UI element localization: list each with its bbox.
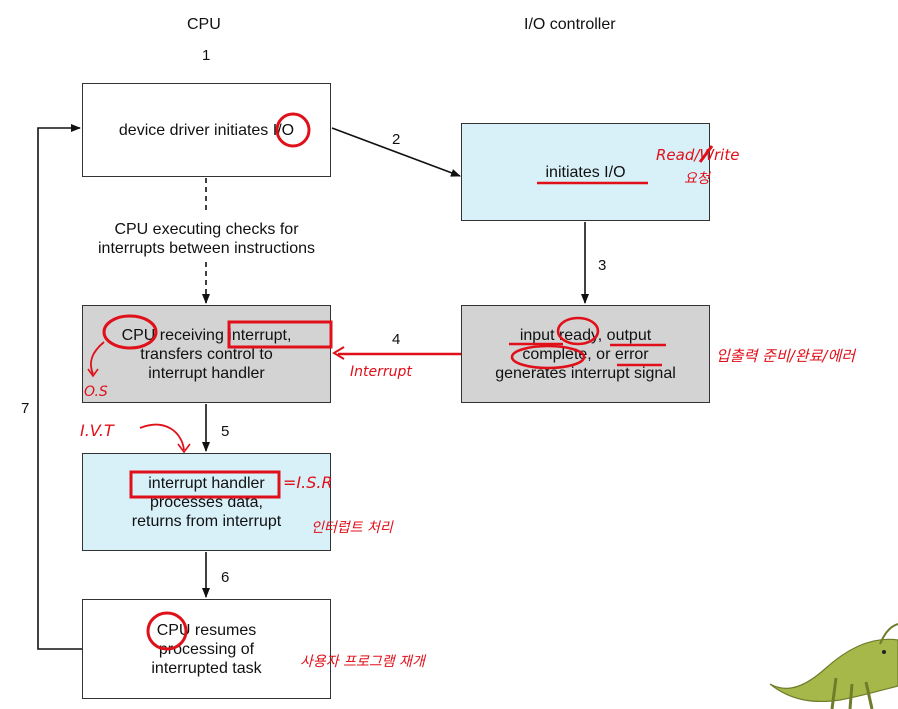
read-write-slash — [698, 145, 714, 163]
cpu-resumes-line-1: CPU resumes — [156, 621, 257, 639]
step-2-label: 2 — [392, 131, 401, 148]
ready-circle-mark — [556, 316, 600, 346]
interrupt-handler-mark — [129, 470, 281, 499]
cpu-receiving-line-2: transfers control to — [140, 345, 273, 363]
cpu-checks-line-1: CPU executing checks for — [114, 221, 299, 238]
cpu-receiving-line-3: interrupt handler — [148, 364, 265, 382]
os-curve-arrow — [90, 341, 105, 375]
step-4-label: 4 — [392, 331, 401, 348]
interrupt-signal-line-1: input ready, output — [519, 326, 652, 344]
cpu-resumes-circle-mark — [146, 611, 188, 651]
step-1-label: 1 — [202, 47, 211, 64]
step-7-label: 7 — [21, 400, 30, 417]
step-6-label: 6 — [221, 569, 230, 586]
ivt-curve-arrow-head — [177, 443, 191, 454]
read-write-annotation: Read/Write — [656, 146, 739, 164]
cpu-checks-line-2: interrupts between instructions — [98, 240, 315, 257]
io-initiates-box: initiates I/O — [461, 123, 710, 221]
device-driver-box: device driver initiates I/O — [82, 83, 331, 177]
interrupt-box-mark — [227, 320, 333, 349]
arrow-signal-to-cpu-head — [332, 346, 345, 360]
arrow-driver-to-controller — [331, 127, 461, 177]
ivt-annotation: I.V.T — [80, 421, 115, 440]
cpu-resumes-line-3: interrupted task — [151, 659, 262, 677]
io-circle-mark — [275, 112, 311, 148]
device-driver-text: device driver initiates I/O — [118, 121, 295, 139]
handling-annotation: 인터럽트 처리 — [311, 520, 394, 536]
cpu-circle-mark — [102, 314, 158, 350]
cpu-receiving-interrupt-box: CPU receiving interrupt, transfers contr… — [82, 305, 331, 403]
os-annotation: O.S — [84, 384, 108, 400]
step-3-label: 3 — [598, 257, 607, 274]
cpu-checks-note: CPU executing checks for interrupts betw… — [82, 220, 331, 258]
step-5-label: 5 — [221, 423, 230, 440]
request-annotation: 요청 — [684, 171, 712, 187]
cpu-resumes-box: CPU resumes processing of interrupted ta… — [82, 599, 331, 699]
interrupt-signal-line-2: complete, or error — [522, 345, 649, 363]
io-initiates-text: initiates I/O — [545, 163, 626, 181]
loop-back-line — [37, 124, 82, 650]
cpu-column-title: CPU — [187, 16, 221, 33]
cpu-resumes-line-2: processing of — [158, 640, 255, 658]
complete-circle-mark — [510, 344, 586, 370]
cpu-receiving-line-1: CPU receiving interrupt, — [121, 326, 292, 344]
ivt-curve-arrow — [139, 423, 185, 451]
io-controller-column-title: I/O controller — [524, 16, 616, 33]
interrupt-handler-box: interrupt handler processes data, return… — [82, 453, 331, 551]
resume-user-annotation: 사용자 프로그램 재개 — [300, 654, 427, 670]
interrupt-handler-line-1: interrupt handler — [148, 474, 265, 492]
dinosaur-mascot-icon — [769, 623, 898, 709]
interrupt-annotation: Interrupt — [350, 364, 412, 380]
os-curve-arrow-head — [87, 368, 99, 378]
isr-annotation: =I.S.R — [283, 473, 333, 492]
interrupt-signal-box: input ready, output complete, or error g… — [461, 305, 710, 403]
io-status-annotation: 입출력 준비/완료/에러 — [716, 347, 856, 365]
interrupt-handler-line-3: returns from interrupt — [131, 512, 282, 530]
